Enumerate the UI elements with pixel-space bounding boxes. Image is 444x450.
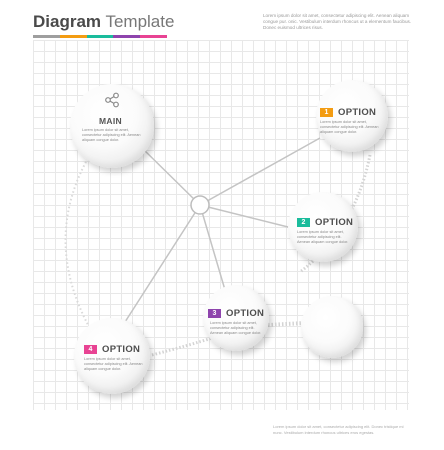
spoke-main: [139, 145, 201, 206]
color-bar-segment: [113, 35, 141, 38]
page-title: Diagram Template: [33, 12, 174, 32]
dotted-arc-bottom: [151, 336, 213, 357]
color-bar-segment: [33, 35, 60, 38]
option-2-badge: 2: [297, 218, 310, 227]
spoke-option-2: [199, 204, 293, 229]
option-2-text: OPTION: [315, 217, 354, 228]
main-desc: Lorem ipsum dolor sit amet, consectetur …: [82, 128, 141, 142]
option-3-desc: Lorem ipsum dolor sit amet, consectetur …: [210, 321, 262, 335]
header-note: Lorem ipsum dolor sit amet, consectetur …: [263, 13, 412, 30]
option-1-badge: 1: [320, 108, 333, 117]
share-icon: [105, 92, 119, 108]
option-4-badge: 4: [84, 345, 97, 354]
color-bar-segment: [59, 35, 87, 38]
option-2-label: 2 OPTION: [297, 217, 353, 228]
color-bar: [33, 35, 167, 38]
option-3-sphere: [203, 285, 269, 351]
option-4-desc: Lorem ipsum dolor sit amet, consectetur …: [84, 357, 143, 371]
option-1-text: OPTION: [338, 107, 377, 118]
option-1-label: 1 OPTION: [320, 107, 376, 118]
color-bar-segment: [140, 35, 167, 38]
option-1-desc: Lorem ipsum dolor sit amet, consectetur …: [320, 120, 379, 134]
title-bold: Diagram: [33, 12, 102, 31]
footer-note: Lorem ipsum dolor sit amet, consectetur …: [273, 424, 404, 435]
option-4-sphere: [74, 318, 150, 394]
option-3-badge: 3: [208, 309, 221, 318]
option-4-text: OPTION: [102, 344, 141, 355]
option-2-sphere: [288, 192, 358, 262]
main-title: MAIN: [99, 116, 122, 126]
empty-sphere: [301, 296, 363, 358]
hub-node: [190, 195, 210, 215]
option-3-label: 3 OPTION: [208, 308, 264, 319]
option-4-label: 4 OPTION: [84, 344, 140, 355]
title-light: Template: [105, 12, 175, 31]
option-3-text: OPTION: [226, 308, 265, 319]
dotted-arc: [64, 147, 111, 361]
option-2-desc: Lorem ipsum dolor sit amet, consectetur …: [297, 230, 349, 244]
color-bar-segment: [86, 35, 114, 38]
dotted-link-right: [267, 321, 306, 327]
spoke-option-1: [199, 137, 321, 206]
spoke-option-3: [199, 204, 226, 291]
spoke-option-4: [124, 204, 201, 323]
